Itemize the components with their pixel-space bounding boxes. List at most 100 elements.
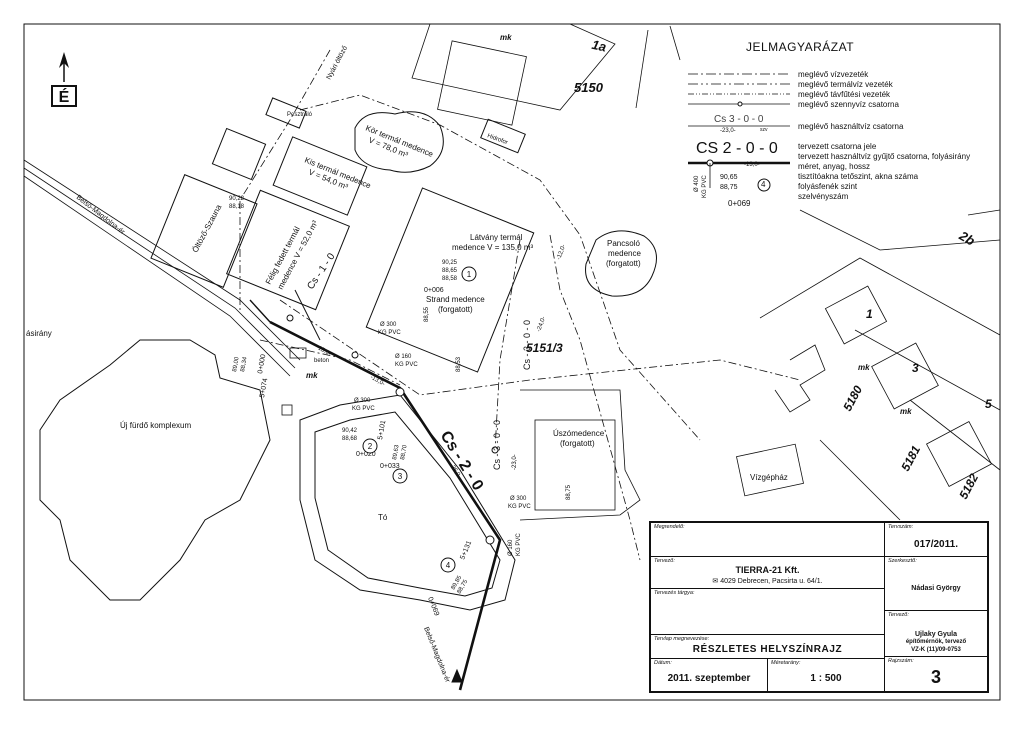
tb-scale-value: 1 : 500 [810, 673, 842, 684]
label-asirany: ásirány [26, 329, 52, 338]
label-st-0020: 0+020 [356, 451, 376, 458]
legend-cs-new-sub: -13,0- [744, 162, 760, 168]
tb-designer-caption: Tervező: [654, 558, 675, 564]
legend-section: szelvényszám [798, 192, 849, 201]
elev-6: 88,53 [456, 356, 462, 372]
label-strand-sub: (forgatott) [438, 305, 473, 314]
elev-3a: 89,63 [392, 444, 401, 460]
legend-ex-num: 4 [761, 180, 766, 189]
tb-drawing-name: Tervlap megnevezése: RÉSZLETES HELYSZÍNR… [651, 635, 885, 659]
tb-jobno-caption: Tervszám: [888, 524, 914, 530]
channel-lines [23, 159, 301, 377]
node-1-label: 1 [467, 270, 472, 279]
label-pesztralo: Pesztráló [287, 112, 313, 118]
label-st-5074: 5+074 [259, 378, 269, 399]
label-cs-3-0-0-a: Cs - 3 - 0 - 0 [522, 320, 532, 370]
legend-symbols [688, 73, 790, 192]
label-pvc5: Ø 160 [508, 539, 514, 556]
legend-ex-bottom: 88,75 [720, 184, 738, 191]
tb-client-caption: Megrendelő: [654, 524, 685, 530]
label-pancsolo: Pancsoló [607, 239, 640, 248]
label-pvc2: Ø 300 [354, 398, 371, 404]
tb-sheet-no-value: 3 [930, 667, 941, 687]
label-oltozo-szauna: Öltöző-Szauna [191, 203, 224, 254]
label-pvc3b: KG PVC [395, 362, 418, 368]
label-lot-5150: 5150 [574, 80, 604, 95]
label-strand: Strand medence [426, 295, 485, 304]
label-st-0033: 0+033 [380, 463, 400, 470]
label-pvc1: Ø 300 [380, 322, 397, 328]
tb-client: Megrendelő: [651, 523, 885, 557]
parcel-lines [411, 23, 1001, 521]
tb-date: Dátum: 2011. szeptember [651, 659, 768, 691]
tb-editor-value: Nádasi György [911, 585, 961, 592]
legend-bottom: folyásfenék szint [798, 182, 858, 191]
building-shapes [39, 97, 657, 611]
label-pvc4b: KG PVC [508, 504, 531, 510]
legend-used-water: meglévő használtvíz csatorna [798, 122, 904, 131]
tb-sheet-no-caption: Rajzszám: [888, 658, 914, 664]
tb-planner-role: építőmérnök, tervező [905, 639, 967, 645]
label-latvany-v: medence V = 135,0 m³ [452, 243, 533, 252]
tb-designer: Tervező: TIERRA-21 Kft. ✉ 4029 Debrecen,… [651, 557, 885, 589]
tb-editor: Szerkesztő: Nádasi György [885, 557, 987, 611]
label-nyari-oltozo: Nyári öltöző [326, 45, 350, 81]
label-uszomedence: Úszómedence [553, 429, 605, 438]
legend-manhole: tisztítóakna tetőszint, akna száma [798, 172, 919, 181]
label-lot-5: 5 [985, 397, 992, 411]
legend-planned-collector: tervezett használtvíz gyűjtő csatorna, f… [798, 152, 971, 161]
legend-cs-exist-sub2: szv [760, 127, 768, 133]
tb-subject-caption: Tervezés tárgya: [654, 590, 695, 596]
label-pvc1b: KG PVC [378, 330, 401, 336]
tb-scale-caption: Méretarány: [771, 660, 801, 666]
legend-water: meglévő vízvezeték [798, 70, 869, 79]
label-cs-3-0-0-b: Cs - 3 - 0 - 0 [492, 420, 502, 470]
label-st-0006: 0+006 [424, 287, 444, 294]
legend-title: JELMAGYARÁZAT [746, 40, 855, 54]
elev-2a: 90,42 [342, 428, 358, 434]
label-lot-1: 1 [866, 307, 873, 321]
len-12: -12,0- [556, 244, 567, 261]
label-pancsolo-sub: (forgatott) [606, 259, 641, 268]
label-mk-mid: mk [306, 371, 318, 380]
elev-1c: 88,58 [442, 276, 458, 282]
label-pancsolo-2: medence [608, 249, 641, 258]
len-23: -23,0- [512, 454, 518, 470]
label-cs-2-0: Cs - 2 - 0 [437, 428, 487, 494]
elev-9: 88,18 [229, 204, 245, 210]
tb-company: TIERRA-21 Kft. [735, 565, 800, 575]
label-beton: beton [314, 358, 329, 364]
label-st-5131: 5+131 [459, 540, 473, 561]
tb-subject: Tervezés tárgya: [651, 589, 885, 635]
label-st-0000: 0+000 [257, 354, 267, 375]
envelope-icon: ✉ [712, 578, 721, 585]
node-3-label: 3 [398, 472, 403, 481]
tb-date-value: 2011. szeptember [667, 673, 751, 684]
elev-10: 89,00 [232, 356, 241, 372]
label-lot-3: 3 [912, 361, 919, 375]
legend-thermal: meglévő termálvíz vezeték [798, 80, 893, 89]
label-lot-5180: 5180 [840, 383, 865, 413]
label-lot-5151-3: 5151/3 [526, 341, 563, 355]
north-arrow-icon: É [51, 52, 77, 107]
label-mk-top: mk [500, 33, 512, 42]
label-belso-magdolna-2: Belső-Magdolna-ér [422, 626, 451, 684]
label-latvany: Látvány termál [470, 233, 523, 242]
label-mk-right: mk [858, 363, 870, 372]
tb-drawing-name-value: RÉSZLETES HELYSZÍNRAJZ [692, 644, 843, 655]
node-markers: 1 2 3 4 [362, 266, 477, 573]
label-lot-5182: 5182 [956, 471, 981, 501]
north-letter: É [59, 87, 70, 106]
elev-3b: 88,70 [400, 444, 409, 460]
elev-1b: 88,65 [442, 268, 458, 274]
elev-5: 88,75 [566, 484, 572, 500]
legend-planned-mark: tervezett csatorna jele [798, 142, 877, 151]
label-pvc2b: KG PVC [352, 406, 375, 412]
existing-utility-lines [239, 49, 801, 561]
node-4-label: 4 [446, 561, 451, 570]
planned-collector-line [249, 289, 502, 691]
legend-ex-station: 0+069 [728, 199, 751, 208]
elev-11: 88,34 [240, 356, 249, 372]
